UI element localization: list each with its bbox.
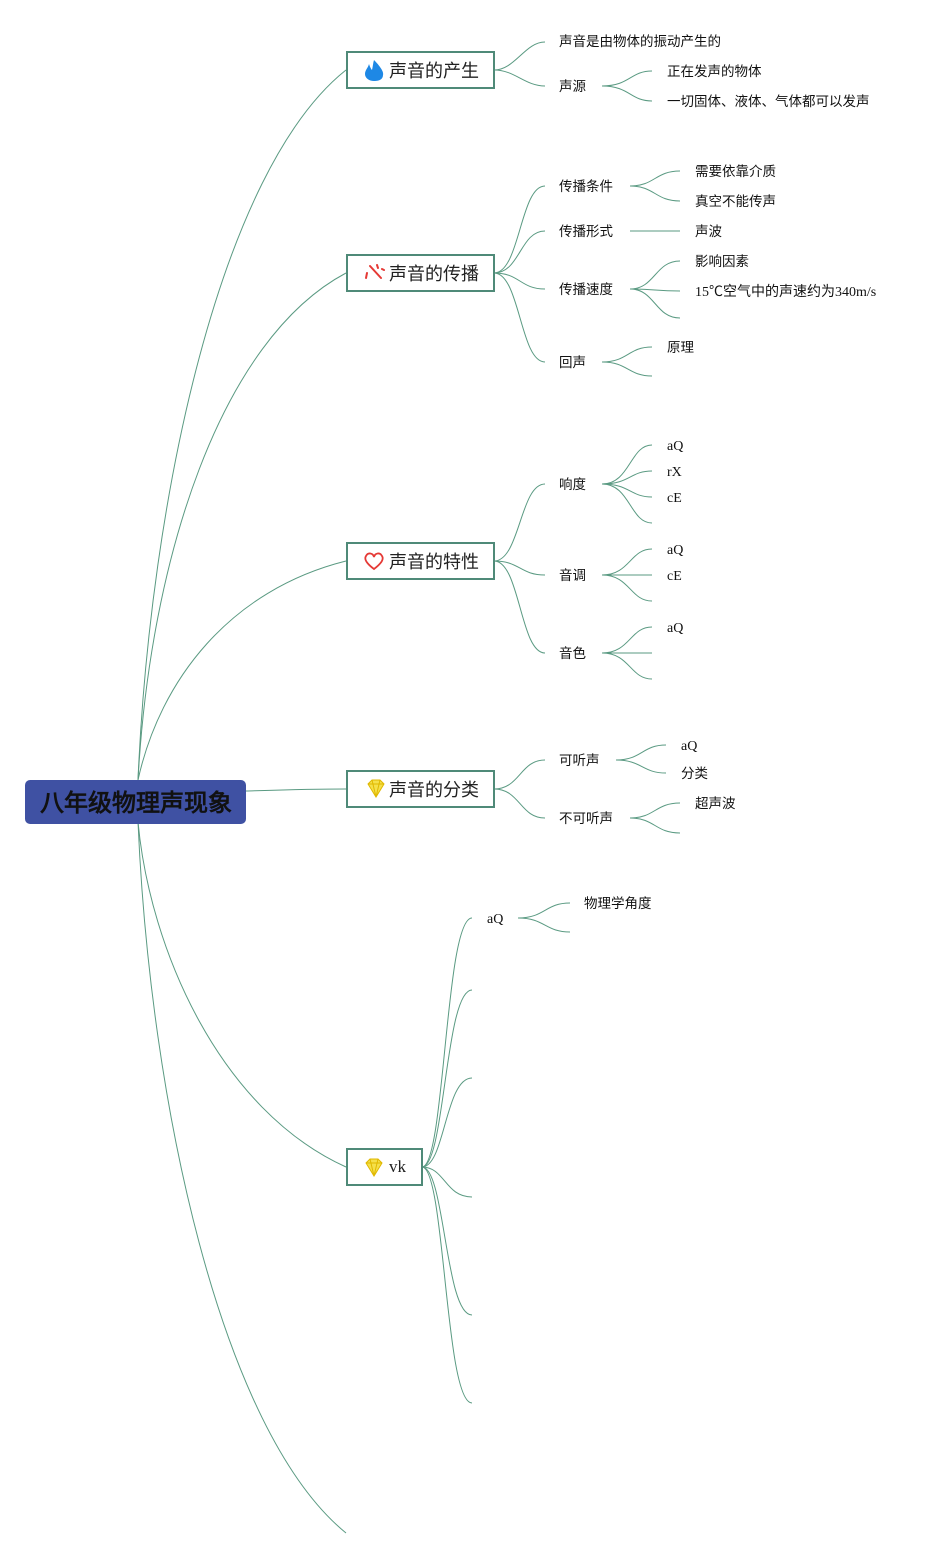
leaf-vacuum-no-sound[interactable]: 真空不能传声 <box>695 194 776 210</box>
leaf-pitch-2[interactable]: cE <box>667 569 682 584</box>
branch-node-4[interactable]: 声音的分类 <box>346 770 495 808</box>
branch-node-5[interactable]: vk <box>346 1148 423 1186</box>
node-loudness[interactable]: 响度 <box>559 477 586 493</box>
heart-icon <box>364 552 384 571</box>
node-sound-from-vibration[interactable]: 声音是由物体的振动产生的 <box>559 33 721 50</box>
leaf-classification[interactable]: 分类 <box>681 766 708 782</box>
node-propagation-speed[interactable]: 传播速度 <box>559 282 613 298</box>
leaf-ultrasound[interactable]: 超声波 <box>695 796 736 812</box>
branch-label-3: 声音的特性 <box>389 552 479 573</box>
branch-node-2[interactable]: 声音的传播 <box>346 254 495 292</box>
node-pitch[interactable]: 音调 <box>559 567 586 584</box>
leaf-audible-1[interactable]: aQ <box>681 739 697 754</box>
node-timbre[interactable]: 音色 <box>559 645 586 662</box>
edge-root-branch-5 <box>137 821 347 1168</box>
edge-root-branch-4 <box>245 788 347 792</box>
node-propagation-condition[interactable]: 传播条件 <box>559 178 613 195</box>
edge-root-branch-1 <box>137 69 347 781</box>
branch-label-4: 声音的分类 <box>389 780 479 801</box>
diamond-icon <box>365 1158 383 1177</box>
node-inaudible-sound[interactable]: 不可听声 <box>559 811 613 827</box>
node-echo[interactable]: 回声 <box>559 355 586 371</box>
edge-root-branch-2 <box>137 272 347 781</box>
edge-root-branch-3 <box>137 560 347 781</box>
leaf-speed-in-air[interactable]: 15℃空气中的声速约为340m/s <box>695 284 876 300</box>
edge-root-extra <box>137 821 347 1534</box>
node-vk-1[interactable]: aQ <box>487 912 503 927</box>
root-node[interactable]: 八年级物理声现象 <box>25 780 246 824</box>
node-propagation-form[interactable]: 传播形式 <box>559 224 613 240</box>
leaf-loudness-2[interactable]: rX <box>667 465 682 480</box>
connectors <box>137 41 681 1534</box>
leaf-loudness-1[interactable]: aQ <box>667 439 683 454</box>
leaf-pitch-1[interactable]: aQ <box>667 543 683 558</box>
leaf-all-matter-can-sound[interactable]: 一切固体、液体、气体都可以发声 <box>667 94 870 110</box>
leaf-needs-medium[interactable]: 需要依靠介质 <box>695 164 776 180</box>
leaf-physics-perspective[interactable]: 物理学角度 <box>584 896 652 912</box>
sparkle-icon <box>365 264 385 279</box>
branch-node-3[interactable]: 声音的特性 <box>346 542 495 580</box>
branch-label-5: vk <box>389 1157 407 1176</box>
branch-label-2: 声音的传播 <box>389 264 479 285</box>
branch-label-1: 声音的产生 <box>389 61 479 82</box>
leaf-vibrating-object[interactable]: 正在发声的物体 <box>667 64 762 80</box>
branch-node-1[interactable]: 声音的产生 <box>346 51 495 89</box>
leaf-loudness-3[interactable]: cE <box>667 491 682 506</box>
leaf-sound-wave[interactable]: 声波 <box>695 224 723 240</box>
diamond-icon <box>367 779 385 798</box>
leaf-influencing-factors[interactable]: 影响因素 <box>695 254 749 270</box>
leaf-principle[interactable]: 原理 <box>667 340 695 356</box>
root-box <box>25 780 246 824</box>
node-sound-source[interactable]: 声源 <box>559 79 587 95</box>
root-label: 八年级物理声现象 <box>40 789 232 817</box>
flame-icon <box>365 60 384 81</box>
node-audible-sound[interactable]: 可听声 <box>559 753 600 769</box>
leaf-timbre-1[interactable]: aQ <box>667 621 683 636</box>
